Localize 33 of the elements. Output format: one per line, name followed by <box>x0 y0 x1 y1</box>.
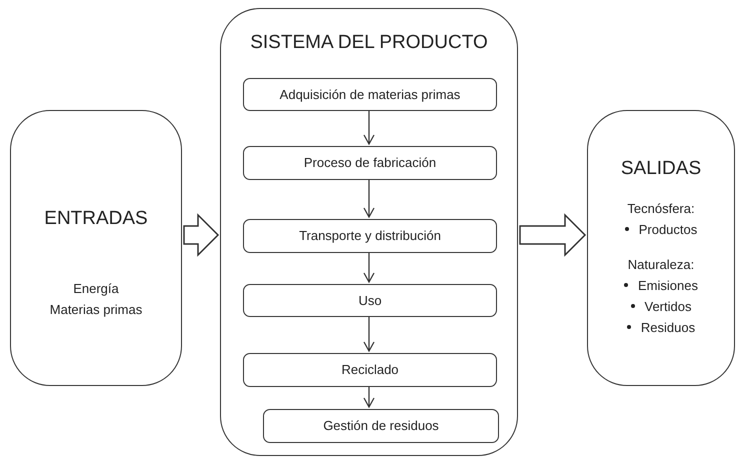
arrow <box>363 316 375 352</box>
output-item: Productos <box>638 220 698 238</box>
output-item: Residuos <box>640 318 696 336</box>
outputs-title: SALIDAS <box>620 157 702 181</box>
rounded-panel <box>587 110 735 386</box>
output-item: Emisiones <box>638 276 698 294</box>
process-box <box>243 146 497 180</box>
step-label: Adquisición de materias primas <box>280 86 460 104</box>
process-box <box>243 284 497 317</box>
input-item: Energía <box>73 280 119 298</box>
arrow <box>363 386 375 408</box>
block-arrow <box>519 213 586 257</box>
output-item: Vertidos <box>644 298 692 316</box>
arrow <box>363 110 375 145</box>
rounded-panel <box>220 8 518 456</box>
block-arrow <box>183 213 220 257</box>
input-item: Materias primas <box>50 300 142 319</box>
rounded-panel <box>10 110 182 386</box>
step-label: Uso <box>358 292 382 310</box>
step-label: Reciclado <box>341 361 399 380</box>
output-category: Tecnósfera: <box>627 200 695 218</box>
step-label: Gestión de residuos <box>323 417 439 436</box>
inputs-title: ENTRADAS <box>44 207 148 231</box>
arrow <box>363 179 375 218</box>
process-box <box>263 409 499 443</box>
step-label: Transporte y distribución <box>299 227 441 246</box>
process-box <box>243 219 497 253</box>
process-box <box>243 353 497 387</box>
process-box <box>243 78 497 111</box>
step-label: Proceso de fabricación <box>304 154 436 172</box>
output-category: Naturaleza: <box>628 256 694 274</box>
arrow <box>363 252 375 283</box>
system-title: SISTEMA DEL PRODUCTO <box>249 31 489 55</box>
